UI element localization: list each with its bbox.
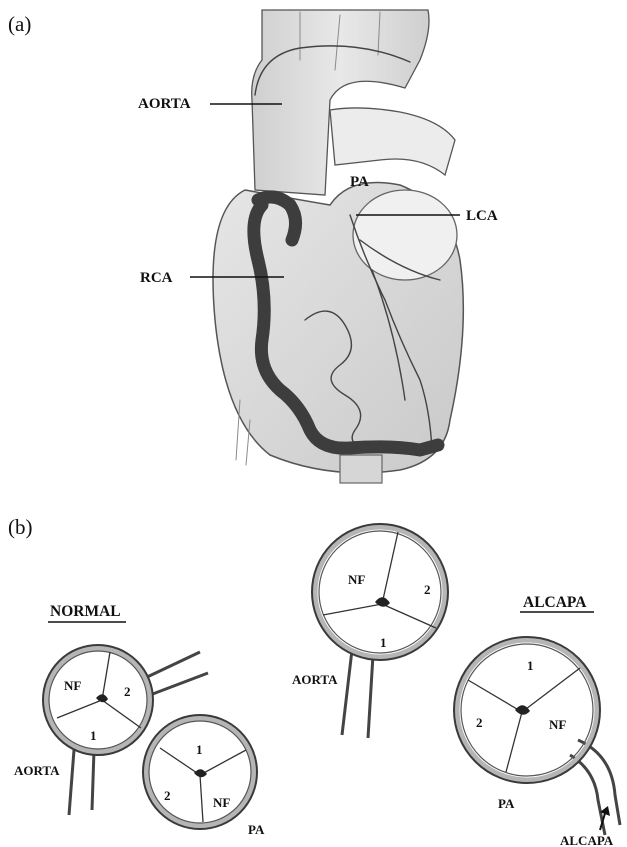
- normal-aortic-cusp-1: 1: [90, 728, 97, 743]
- normal-aortic-cusp-2: 2: [124, 684, 131, 699]
- descending-aorta: [340, 455, 382, 483]
- normal-aortic-valve: NF 2 1: [43, 645, 208, 815]
- alcapa-title: ALCAPA: [523, 594, 587, 611]
- alcapa-pulmonary-valve: 1 2 NF: [454, 637, 620, 835]
- left-atrium: [353, 190, 457, 280]
- aorta-label-a: AORTA: [138, 96, 191, 112]
- alcapa-aorta-trunk: [342, 650, 373, 738]
- alcapa-aortic-cusp-nf: NF: [348, 572, 365, 587]
- alcapa-group: ALCAPA NF 2 1 AORTA: [292, 524, 620, 847]
- panel-a: (a): [8, 10, 498, 483]
- pulmonary-artery: [330, 108, 455, 175]
- panel-b: (b) NORMAL NF 2 1 AORTA: [8, 515, 620, 847]
- alcapa-pa-coaptation: [515, 705, 530, 715]
- alcapa-artery-label: ALCAPA: [560, 833, 614, 847]
- rca-label: RCA: [140, 270, 173, 286]
- pa-label-a: PA: [350, 174, 369, 190]
- alcapa-aortic-cusp-1: 1: [380, 635, 387, 650]
- normal-aorta-label: AORTA: [14, 763, 60, 778]
- alcapa-anomalous-coronary-vessel: [570, 740, 620, 835]
- alcapa-aortic-valve: NF 2 1: [312, 524, 448, 738]
- normal-pulmonary-valve: 1 2 NF: [143, 715, 257, 829]
- normal-pa-cusp-nf: NF: [213, 795, 230, 810]
- alcapa-pa-cusp-nf: NF: [549, 717, 566, 732]
- panel-a-label: (a): [8, 12, 31, 36]
- heart-illustration: [213, 10, 463, 483]
- normal-left-coronary-ostium: [145, 652, 208, 695]
- normal-pa-cusp-2: 2: [164, 788, 171, 803]
- alcapa-aortic-cusp-2: 2: [424, 582, 431, 597]
- normal-pa-coaptation: [194, 769, 207, 777]
- great-vessels: [252, 10, 429, 195]
- normal-pa-label: PA: [248, 822, 265, 837]
- normal-aortic-cusp-nf: NF: [64, 678, 81, 693]
- normal-pa-cusp-1: 1: [196, 742, 203, 757]
- alcapa-aorta-label: AORTA: [292, 672, 338, 687]
- alcapa-pa-cusp-2: 2: [476, 715, 483, 730]
- normal-aorta-trunk: [69, 750, 94, 815]
- alcapa-pa-cusp-1: 1: [527, 658, 534, 673]
- alcapa-pa-label: PA: [498, 796, 515, 811]
- normal-title: NORMAL: [50, 603, 121, 620]
- lca-label: LCA: [466, 208, 498, 224]
- panel-b-label: (b): [8, 515, 33, 539]
- normal-group: NORMAL NF 2 1 AORTA: [14, 603, 265, 837]
